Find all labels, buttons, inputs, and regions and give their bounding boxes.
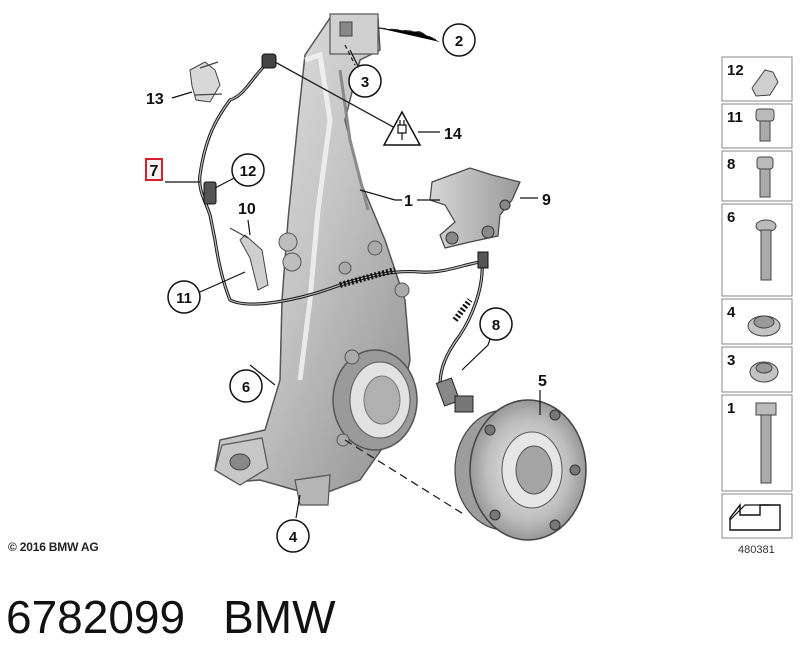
bracket-part-10 [229, 227, 269, 291]
svg-text:12: 12 [240, 163, 257, 180]
svg-text:6: 6 [242, 379, 250, 396]
footer: 6782099 BMW [6, 590, 374, 644]
wheel-hub [454, 399, 587, 541]
label-10: 10 [238, 201, 256, 218]
callout-2: 2 [442, 23, 476, 57]
legend-11: 11 [727, 109, 743, 126]
label-1: 1 [404, 193, 413, 210]
svg-text:3: 3 [361, 74, 369, 91]
callout-6: 6 [229, 369, 263, 403]
legend-12: 12 [727, 62, 744, 79]
svg-text:7: 7 [150, 163, 159, 180]
label-13: 13 [146, 91, 164, 108]
electrical-warning-icon [382, 110, 422, 146]
legend-6: 6 [727, 209, 735, 226]
svg-text:4: 4 [289, 529, 298, 546]
svg-text:2: 2 [455, 33, 463, 50]
label-9: 9 [542, 192, 551, 209]
part-number: 6782099 [6, 591, 186, 643]
callout-12: 12 [231, 153, 265, 187]
steering-knuckle [214, 13, 418, 506]
legend-3: 3 [727, 352, 735, 369]
label-14: 14 [444, 126, 462, 143]
parts-legend: 12 11 8 6 4 3 1 480381 [721, 56, 793, 556]
brand: BMW [223, 591, 336, 643]
legend-1: 1 [727, 400, 735, 417]
highlight-callout-7: 7 [145, 158, 163, 181]
callout-11: 11 [167, 280, 201, 314]
callout-8: 8 [479, 307, 513, 341]
legend-8: 8 [727, 156, 735, 173]
diagram-id: 480381 [738, 544, 775, 556]
copyright: © 2016 BMW AG [8, 540, 99, 554]
svg-text:11: 11 [176, 290, 192, 307]
callout-3: 3 [348, 64, 382, 98]
clip-part-13 [189, 61, 223, 103]
bracket-part-9 [429, 167, 521, 249]
abs-sensor-wire [198, 53, 489, 413]
legend-4: 4 [727, 304, 736, 321]
callout-4: 4 [276, 519, 310, 553]
svg-text:8: 8 [492, 317, 500, 334]
label-5: 5 [538, 373, 547, 390]
arrow-icon [729, 502, 781, 531]
